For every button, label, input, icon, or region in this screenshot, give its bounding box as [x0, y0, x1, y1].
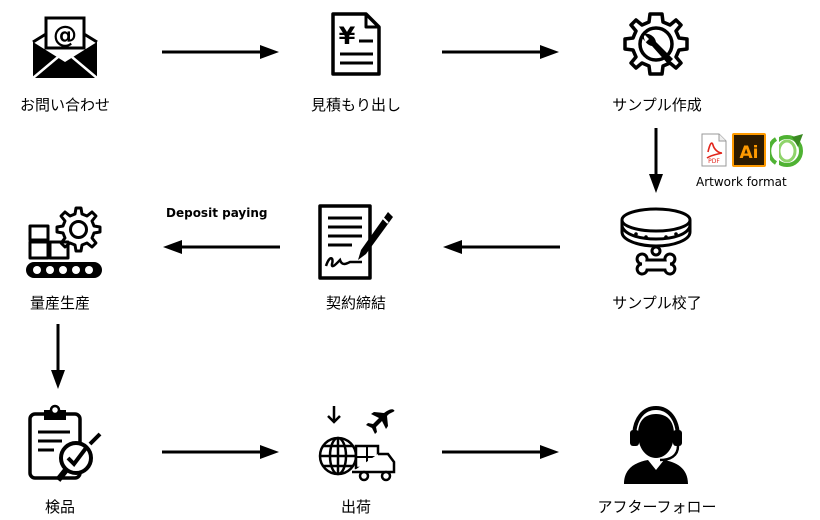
- flow-arrow-left: [162, 239, 280, 255]
- step-label-mass-production: 量産生産: [29, 294, 90, 312]
- pdf-badge-text: PDF: [708, 158, 720, 165]
- svg-text:¥: ¥: [339, 22, 356, 50]
- ai-badge-text: Ai: [740, 143, 759, 163]
- step-label-inspection: 検品: [44, 498, 75, 516]
- flow-arrow-down: [50, 324, 66, 390]
- pdf-file-icon: PDF: [700, 133, 728, 167]
- step-label-contract: 契約締結: [325, 294, 386, 312]
- yen-invoice-icon: ¥: [328, 10, 384, 78]
- illustrator-file-icon: Ai: [732, 133, 766, 167]
- headset-support-icon: [620, 404, 692, 484]
- signed-contract-icon: [316, 202, 396, 282]
- flow-arrow-right: [442, 44, 560, 60]
- deposit-paying-label: Deposit paying: [166, 206, 268, 220]
- step-label-sample-done: サンプル校了: [612, 294, 702, 312]
- step-label-sample-making: サンプル作成: [612, 96, 702, 114]
- factory-conveyor-icon: [24, 202, 104, 282]
- gear-wrench-icon: [620, 8, 692, 80]
- step-label-inquiry: お問い合わせ: [19, 96, 110, 114]
- global-shipping-icon: [316, 404, 396, 484]
- step-label-after-service: アフターフォロー: [597, 498, 717, 516]
- flow-arrow-right: [442, 444, 560, 460]
- step-label-quote: 見積もり出し: [310, 96, 401, 114]
- clipboard-check-icon: [26, 404, 106, 484]
- artwork-format-label: Artwork format: [696, 175, 787, 189]
- flow-arrow-right: [162, 44, 280, 60]
- dog-collar-icon: [616, 204, 696, 280]
- flow-arrow-down: [648, 128, 664, 194]
- step-label-shipping: 出荷: [340, 498, 371, 516]
- coreldraw-file-icon: [770, 133, 806, 167]
- flow-arrow-left: [442, 239, 560, 255]
- email-envelope-icon: @: [30, 12, 100, 82]
- flow-arrow-right: [162, 444, 280, 460]
- svg-text:@: @: [53, 21, 77, 49]
